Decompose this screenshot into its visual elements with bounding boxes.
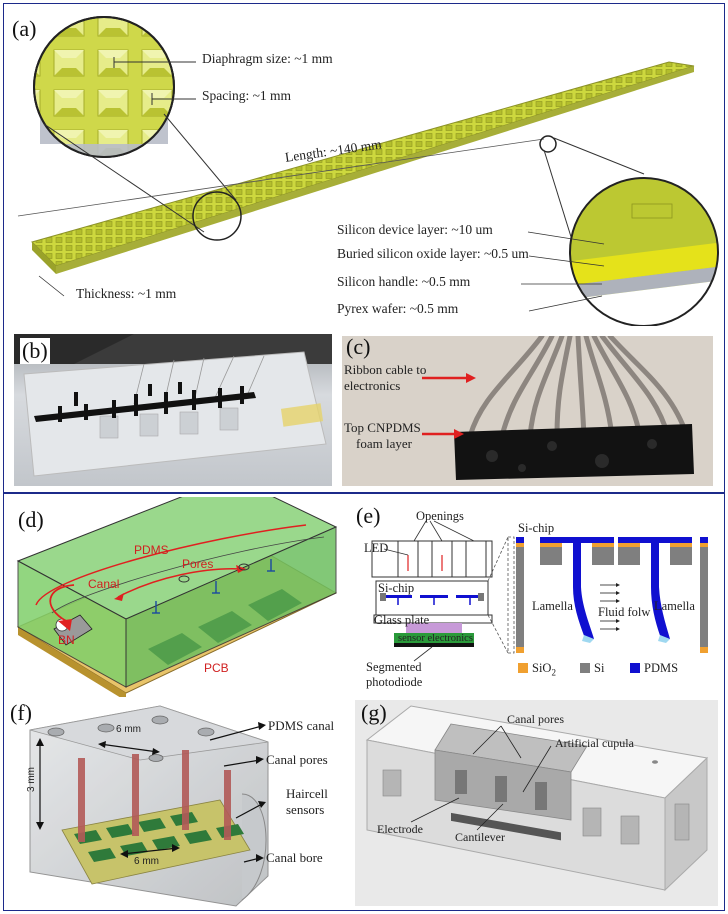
lamella-right-label: Lamella	[654, 599, 695, 613]
ribbon-cable-label-1: Ribbon cable to	[344, 362, 427, 377]
pyrex-layer-label: Pyrex wafer: ~0.5 mm	[337, 301, 459, 316]
artificial-cupula-label: Artificial cupula	[555, 736, 634, 750]
handle-layer-label: Silicon handle: ~0.5 mm	[337, 274, 471, 289]
ribbon-cable-label-2: electronics	[344, 378, 401, 393]
sensor-electronics-label: sensor electronics	[398, 633, 473, 644]
canal-pores-g-label: Canal pores	[507, 712, 564, 726]
bn-label: BN	[58, 633, 75, 647]
photodiode-label-1: Segmented	[366, 660, 422, 674]
openings-label: Openings	[416, 509, 464, 523]
electrode-label: Electrode	[377, 822, 423, 836]
canal-bore-label: Canal bore	[266, 850, 323, 865]
si-chip-left-label: Si-chip	[378, 581, 415, 595]
panel-e-drawing	[371, 520, 708, 673]
foam-layer-label-1: Top CNPDMS	[344, 420, 421, 435]
panel-g: (g) Canal pores Artificial cupula Electr…	[355, 700, 718, 906]
pdms-label: PDMS	[134, 543, 169, 557]
led-label: LED	[364, 541, 389, 555]
foam-layer-label-2: foam layer	[356, 436, 412, 451]
spacing-label: Spacing: ~1 mm	[202, 88, 292, 103]
frame-bottom	[3, 493, 725, 911]
diaphragm-size-label: Diaphragm size: ~1 mm	[202, 51, 333, 66]
panel-d-drawing	[16, 497, 338, 697]
panel-c-label: (c)	[346, 336, 371, 359]
panel-g-label: (g)	[361, 700, 387, 725]
frame-top	[3, 3, 725, 493]
legend-si: Si	[594, 661, 605, 675]
pores-label: Pores	[182, 557, 214, 571]
spacing-bottom-label: 6 mm	[134, 856, 159, 867]
panel-a-drawing	[17, 16, 719, 326]
pcb-label: PCB	[204, 661, 229, 675]
panel-f: (f) 6 mm 6 mm 3 mm PDMS canal Canal pore…	[10, 700, 350, 908]
oxide-layer-label: Buried silicon oxide layer: ~0.5 um	[337, 246, 529, 261]
fluid-flow-label: Fluid folw	[598, 605, 651, 619]
cantilever-label: Cantilever	[455, 830, 505, 844]
panel-a: (a) Diaphragm size: ~1 mm Spacing: ~1 mm…	[4, 4, 724, 326]
spacing-top-label: 6 mm	[116, 724, 141, 735]
panel-a-label: (a)	[12, 16, 37, 41]
panel-d: (d) PDMS Canal Pores BN PCB	[6, 497, 344, 697]
thickness-label: Thickness: ~1 mm	[76, 286, 177, 301]
panel-d-label: (d)	[18, 507, 44, 532]
panel-f-drawing	[29, 705, 269, 907]
panel-e: (e) Openings LED Si-chip Si-chip Glass p…	[354, 497, 722, 697]
pdms-canal-label: PDMS canal	[268, 718, 335, 733]
panel-c-photo	[342, 336, 713, 486]
panel-b: (b)	[14, 334, 332, 486]
panel-b-photo	[14, 334, 332, 486]
legend-pdms: PDMS	[644, 661, 679, 675]
canal-label: Canal	[88, 577, 120, 591]
photodiode-label-2: photodiode	[366, 675, 423, 689]
haircell-label-1: Haircell	[286, 786, 328, 801]
haircell-label-2: sensors	[286, 802, 325, 817]
glass-plate-label: Glass plate	[374, 613, 430, 627]
legend-sio2: SiO2	[532, 661, 556, 678]
legend-sio2-subscript: 2	[551, 667, 556, 678]
device-layer-label: Silicon device layer: ~10 um	[337, 222, 493, 237]
legend-sio2-text: SiO	[532, 661, 552, 675]
panel-c: (c) Ribbon cable to electronics Top CNPD…	[342, 336, 713, 486]
panel-e-label: (e)	[356, 503, 381, 528]
height-label: 3 mm	[26, 767, 37, 792]
canal-pores-label: Canal pores	[266, 752, 328, 767]
panel-f-label: (f)	[10, 700, 32, 725]
panel-b-label: (b)	[20, 338, 50, 364]
lamella-left-label: Lamella	[532, 599, 573, 613]
si-chip-right-label: Si-chip	[518, 521, 555, 535]
panel-g-drawing	[355, 700, 718, 906]
